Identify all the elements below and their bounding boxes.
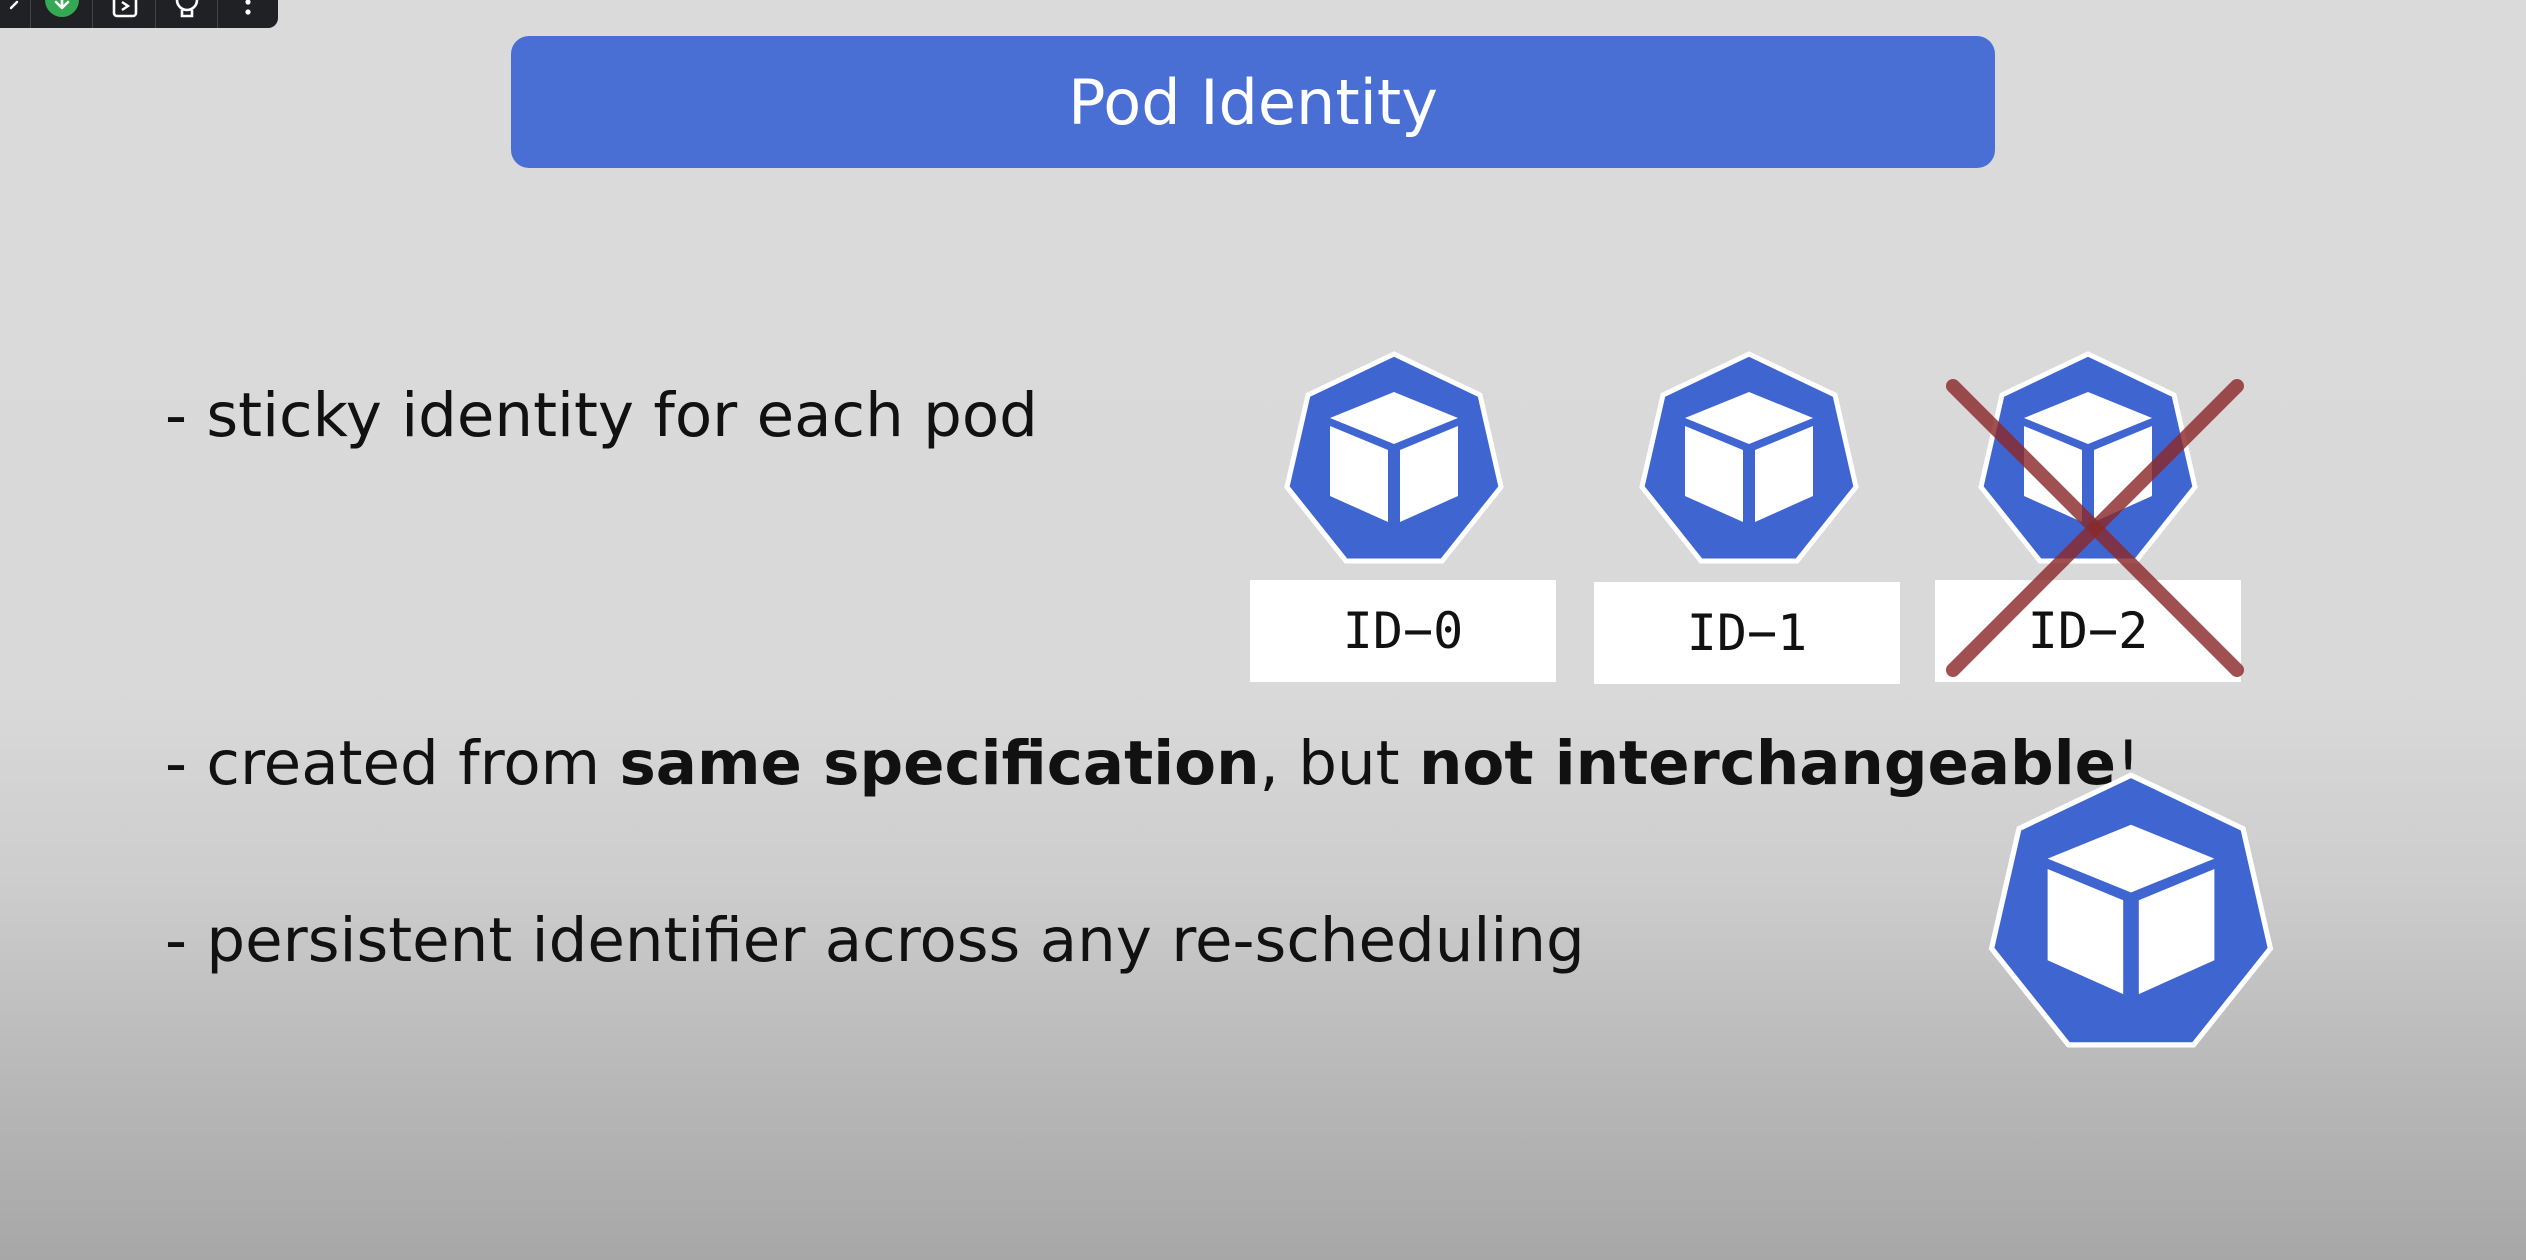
pod-id-label: ID−2 <box>1935 580 2241 682</box>
bullet-sticky-identity: - sticky identity for each pod <box>165 380 1038 451</box>
more-button[interactable] <box>218 0 278 28</box>
screenshot-button[interactable] <box>93 0 156 28</box>
bullet2-prefix: - created from <box>165 728 620 799</box>
bullet-same-spec: - created from same specification, but n… <box>165 728 2140 799</box>
pod-id-label: ID−0 <box>1250 580 1556 682</box>
slide-title-banner: Pod Identity <box>511 36 1995 168</box>
pod-id-label: ID−1 <box>1594 582 1900 684</box>
pod-cube-icon <box>1284 351 1504 564</box>
pod-cube-large-icon <box>1988 772 2274 1048</box>
bullet2-bold-same-spec: same specification <box>619 728 1260 799</box>
lightbulb-icon <box>175 0 198 18</box>
lightbulb-button[interactable] <box>156 0 219 28</box>
video-toolbar <box>0 0 278 28</box>
more-vertical-icon <box>245 0 251 15</box>
bullet2-middle: , but <box>1259 728 1419 799</box>
pod-cube-icon <box>1978 351 2198 564</box>
bullet-persistent-identifier: - persistent identifier across any re-sc… <box>165 905 1585 976</box>
bullet2-bold-not-interchangeable: not interchangeable <box>1418 728 2116 799</box>
back-button[interactable] <box>0 0 31 28</box>
screenshot-icon <box>112 0 138 18</box>
slide-title: Pod Identity <box>1068 65 1438 139</box>
download-icon <box>44 0 79 17</box>
back-arrow-icon <box>9 0 19 10</box>
pod-cube-icon <box>1639 351 1859 564</box>
download-button[interactable] <box>31 0 94 28</box>
